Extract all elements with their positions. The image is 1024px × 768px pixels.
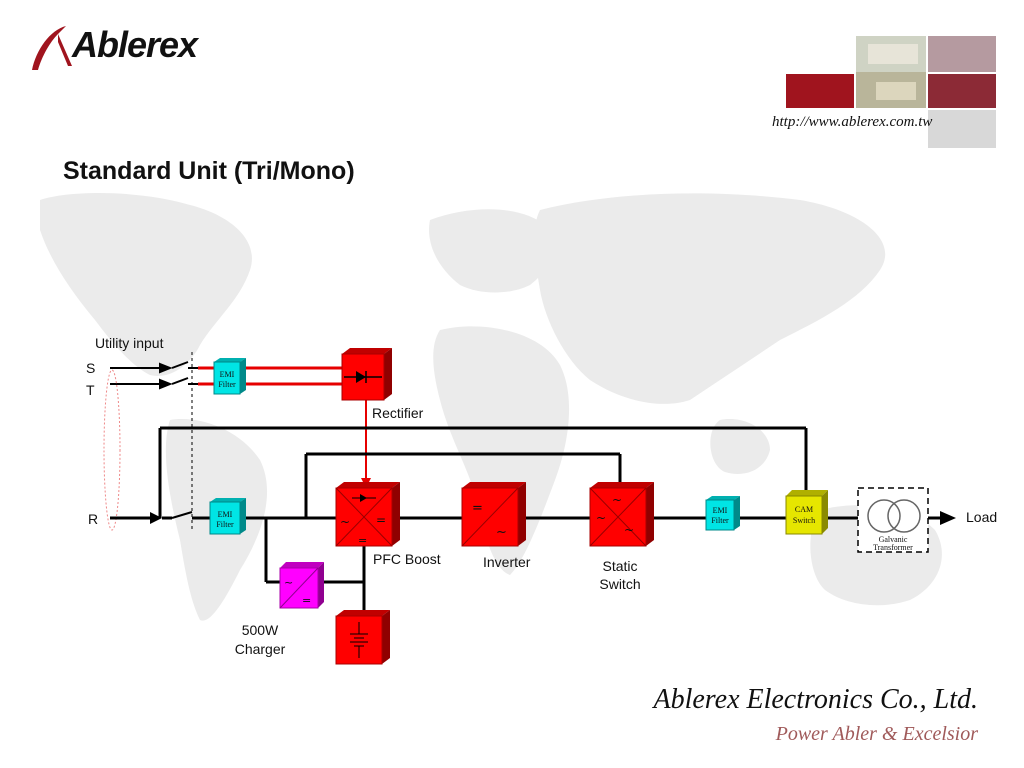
svg-text:=: = [302,594,311,607]
load-label: Load [966,509,997,525]
svg-text:~: ~ [284,576,293,589]
static-switch-label-2: Switch [599,576,640,592]
svg-text:=: = [472,501,483,516]
pfc-boost-label: PFC Boost [373,551,441,567]
svg-text:~: ~ [496,525,507,540]
ablerex-logo [32,26,72,70]
page-title: Standard Unit (Tri/Mono) [63,157,355,185]
svg-text:Filter: Filter [711,516,729,525]
load-arrow-head [940,511,956,525]
logo-text: Ablerex [72,24,198,65]
st-input-switches [110,352,198,530]
svg-text:Filter: Filter [218,380,236,389]
pfc-boost-block[interactable]: ~ = = [335,482,400,547]
charger-label-2: Charger [235,641,286,657]
svg-text:~: ~ [624,523,634,537]
cam-switch-block[interactable]: CAM Switch [785,490,828,535]
emi-filter-output[interactable]: EMI Filter [705,496,740,531]
svg-text:~: ~ [596,511,606,525]
svg-text:EMI: EMI [220,370,235,379]
emi-filter-r[interactable]: EMI Filter [209,498,246,535]
svg-text:EMI: EMI [713,506,728,515]
static-switch-block[interactable]: ~ ~ ~ [589,482,654,547]
charger-block[interactable]: ~ = [279,562,324,609]
website-url[interactable]: http://www.ablerex.com.tw [772,114,933,130]
r-arrow-head [150,512,162,524]
svg-text:Galvanic: Galvanic [879,535,908,544]
galvanic-transformer[interactable]: Galvanic Transformer [857,487,929,553]
company-slogan: Power Abler & Excelsior [775,723,978,745]
svg-text:Transformer: Transformer [873,543,913,552]
input-dotted-ellipse [103,369,121,531]
svg-text:=: = [376,513,386,527]
phase-s-label: S [86,360,95,376]
utility-input-label: Utility input [95,335,164,351]
emi-filter-st[interactable]: EMI Filter [213,358,246,395]
rectifier-block[interactable] [341,348,392,401]
world-map-background [40,193,942,621]
svg-text:~: ~ [612,493,622,507]
phase-r-label: R [88,511,98,527]
inverter-label: Inverter [483,554,531,570]
charger-label-1: 500W [242,622,279,638]
static-switch-label-1: Static [602,558,637,574]
inverter-block[interactable]: = ~ [461,482,526,547]
svg-text:CAM: CAM [795,505,813,514]
company-name: Ablerex Electronics Co., Ltd. [653,684,978,715]
svg-text:EMI: EMI [218,510,233,519]
phase-t-label: T [86,382,95,398]
battery-block[interactable] [335,610,390,665]
rectifier-label: Rectifier [372,405,424,421]
svg-text:Filter: Filter [216,520,234,529]
svg-text:~: ~ [340,515,350,529]
main-wires [110,426,942,610]
svg-text:=: = [358,534,367,547]
svg-text:Switch: Switch [793,516,815,525]
header-photo-mosaic [786,36,996,148]
